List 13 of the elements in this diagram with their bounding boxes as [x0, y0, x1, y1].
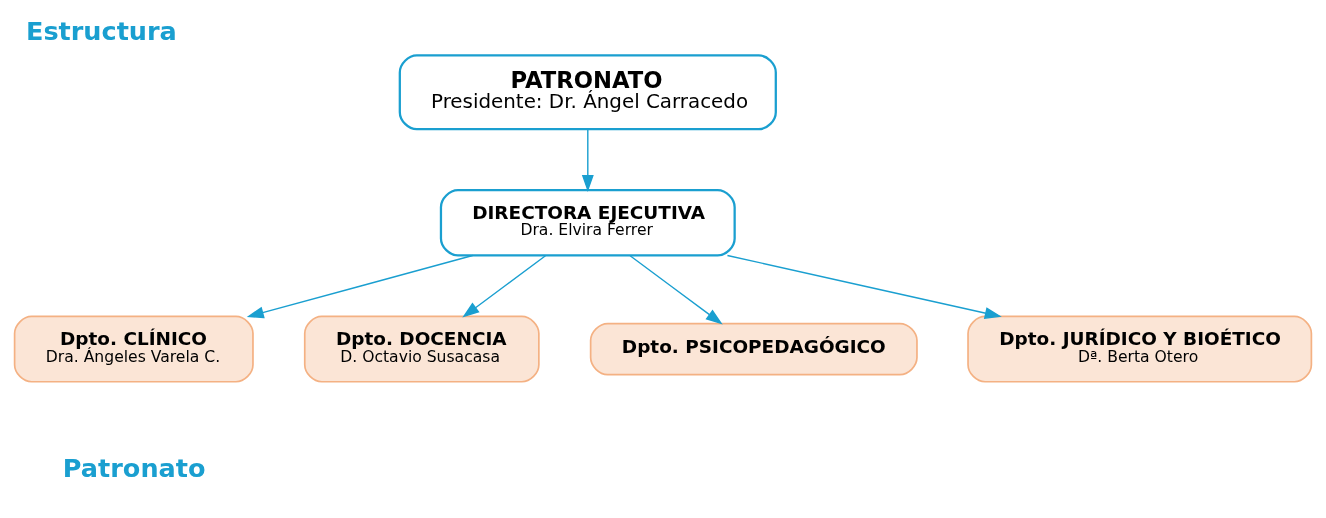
label: Patronato [62, 453, 206, 484]
node-box: PATRONATO Presidente: Dr. Ángel Carracedo [398, 54, 777, 131]
arrow [726, 254, 1002, 319]
node-box: Dpto. PSICOPEDAGÓGICO [589, 322, 918, 376]
node-box: Dpto. CLÍNICO Dra. Ángeles Varela C. [13, 315, 254, 383]
arrow [581, 128, 594, 193]
node-box: Dpto. DOCENCIA D. Octavio Susacasa [303, 315, 540, 383]
node-box: Dpto. JURÍDICO Y BIOÉTICO Dª. Berta Otero [967, 315, 1313, 383]
arrow [246, 254, 474, 319]
diagram-title: Estructura [25, 16, 177, 47]
arrow [629, 255, 723, 325]
node-box: DIRECTORA EJECUTIVA Dra. Elvira Ferrer [439, 189, 736, 257]
arrow [462, 255, 547, 318]
